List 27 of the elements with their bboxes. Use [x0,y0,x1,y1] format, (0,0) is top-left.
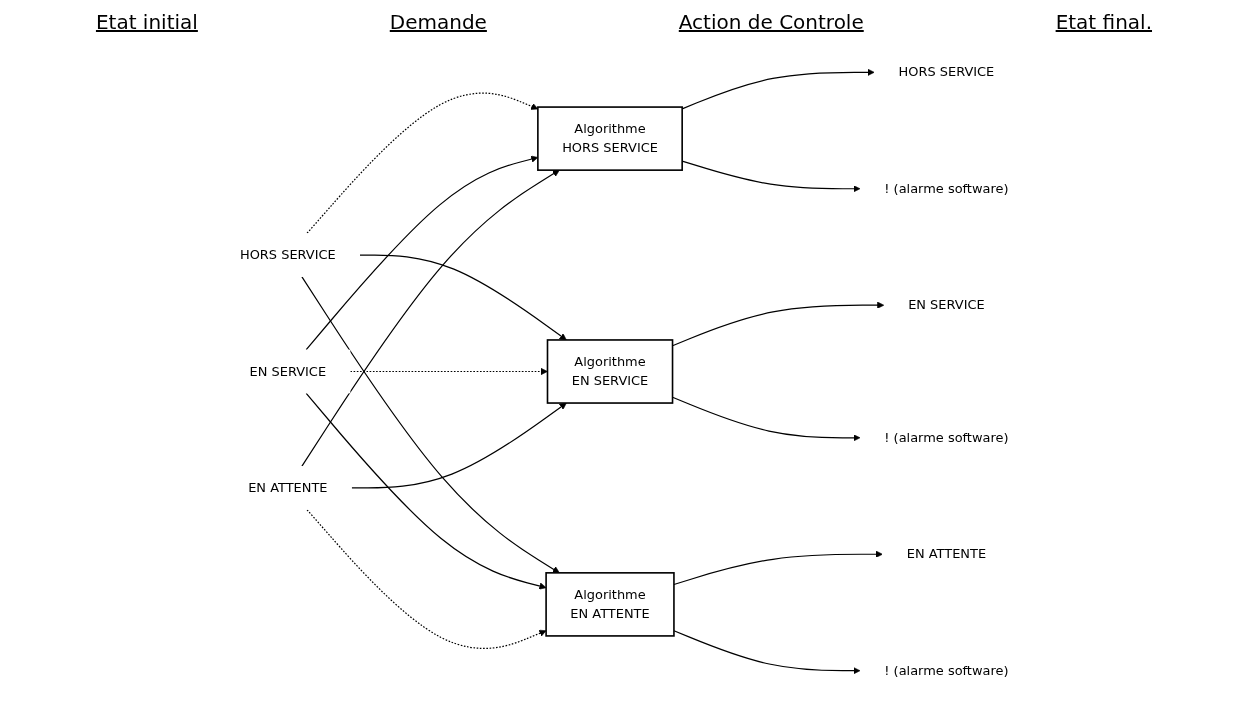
node-text: ! (alarme software) [884,180,1009,197]
column-heading: Action de Controle [678,10,864,34]
arrow [306,509,547,649]
column-heading: Demande [389,10,487,34]
column-heading: Etat initial [95,10,198,34]
arrow [359,254,567,341]
node-text: ! (alarme software) [884,662,1009,678]
node-text: HORS SERVICE [898,64,995,80]
node-text: EN ATTENTE [906,546,986,562]
arrow [681,160,861,193]
arrow [301,169,560,467]
node-box: Algorithme HORS SERVICE [536,106,683,171]
arrow [350,402,567,489]
arrow [301,276,560,574]
node-text: HORS SERVICE [239,246,336,263]
arrow [673,630,861,675]
node-box: Algorithme EN SERVICE [546,339,674,404]
node-text: ! (alarme software) [884,429,1009,446]
arrow [306,92,538,234]
arrow [305,155,538,351]
arrow [673,550,883,586]
node-text: EN ATTENTE [247,479,328,496]
arrow [681,68,875,110]
node-box: Algorithme EN ATTENTE [545,572,675,637]
node-text: EN SERVICE [907,297,985,313]
column-heading: Etat final. [1055,10,1152,34]
node-text: EN SERVICE [249,363,326,379]
